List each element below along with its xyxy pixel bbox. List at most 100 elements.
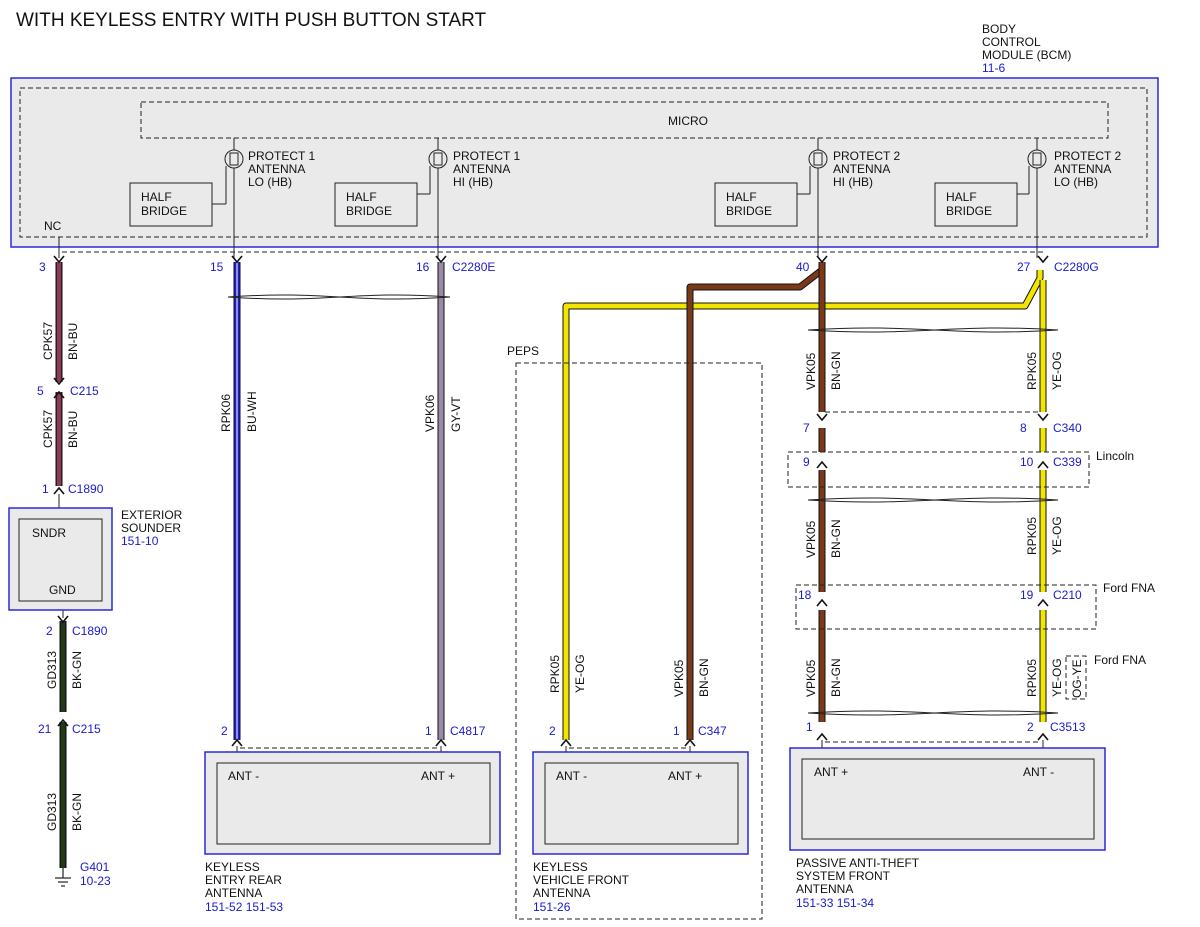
ant-plus-label: ANT +	[814, 765, 848, 779]
antenna-keyless-entry-rear: ANT - ANT + KEYLESS ENTRY REAR ANTENNA 1…	[204, 751, 501, 914]
sounder-bottom-label: GND	[49, 583, 76, 597]
svg-text:VPK05: VPK05	[804, 659, 818, 697]
svg-text:BN-GN: BN-GN	[829, 658, 843, 697]
svg-text:ANTENNA: ANTENNA	[248, 162, 305, 176]
connector-id: C1890	[68, 482, 104, 496]
protect-label-4: PROTECT 2 ANTENNA LO (HB)	[1054, 149, 1121, 189]
wire-label: VPK05 BN-GN	[804, 519, 843, 558]
pin-number: 21	[38, 722, 52, 736]
svg-text:YE-OG: YE-OG	[1050, 516, 1064, 555]
svg-text:PROTECT 2: PROTECT 2	[1054, 149, 1121, 163]
svg-text:ANTENNA: ANTENNA	[453, 162, 510, 176]
wire-label: RPK05 YE-OG	[548, 654, 587, 693]
protect-label-3: PROTECT 2 ANTENNA HI (HB)	[833, 149, 900, 189]
connector-id: C3513	[1050, 720, 1086, 734]
connector-id: C339	[1053, 455, 1082, 469]
wire-label: VPK05 BN-GN	[804, 658, 843, 697]
svg-text:VPK05: VPK05	[804, 520, 818, 558]
wire-label: RPK05 YE-OG	[1025, 516, 1064, 555]
diagram-title: WITH KEYLESS ENTRY WITH PUSH BUTTON STAR…	[16, 10, 487, 31]
svg-text:BN-GN: BN-GN	[829, 519, 843, 558]
pin-number: 1	[673, 724, 680, 738]
sounder-top-label: SNDR	[32, 526, 66, 540]
twisted-pair-icon	[807, 710, 1059, 716]
svg-text:BN-BU: BN-BU	[66, 323, 80, 360]
svg-text:VEHICLE FRONT: VEHICLE FRONT	[533, 873, 630, 887]
connector-id: C2280G	[1054, 260, 1099, 274]
pin-number: 27	[1017, 260, 1031, 274]
svg-text:BU-WH: BU-WH	[245, 391, 259, 432]
half-bridge-1: HALF BRIDGE	[129, 182, 213, 227]
svg-text:KEYLESS: KEYLESS	[533, 860, 588, 874]
wire-label: RPK06 BU-WH	[219, 391, 259, 432]
pin-number: 3	[39, 260, 46, 274]
bcm-label-line: CONTROL	[982, 35, 1041, 49]
svg-text:LO (HB): LO (HB)	[248, 175, 292, 189]
pin-number: 19	[1020, 588, 1034, 602]
svg-text:RPK05: RPK05	[1025, 517, 1039, 555]
svg-text:RPK05: RPK05	[548, 655, 562, 693]
pin-number: 10	[1020, 455, 1034, 469]
pin-number: 8	[1020, 421, 1027, 435]
sounder-name: SOUNDER	[121, 521, 181, 535]
ground-ref: 10-23	[80, 874, 111, 888]
svg-text:PROTECT 2: PROTECT 2	[833, 149, 900, 163]
svg-text:VPK06: VPK06	[423, 394, 437, 432]
peps-label: PEPS	[507, 344, 539, 358]
connector-id: C215	[70, 384, 99, 398]
wire-label: RPK05 YE-OG	[1025, 351, 1064, 390]
wire-label: GD313 BK-GN	[45, 793, 84, 831]
svg-text:RPK05: RPK05	[1025, 352, 1039, 390]
wire-label: VPK06 GY-VT	[423, 394, 463, 432]
pin-number: 2	[221, 724, 228, 738]
svg-text:GD313: GD313	[45, 651, 59, 689]
svg-text:PROTECT 1: PROTECT 1	[248, 149, 315, 163]
pin-number: 1	[806, 720, 813, 734]
peps-region-box	[515, 362, 763, 920]
ant-plus-label: ANT +	[421, 769, 455, 783]
connector-id: C347	[698, 724, 727, 738]
svg-text:RPK06: RPK06	[219, 394, 233, 432]
pin-number: 2	[549, 724, 556, 738]
ant-minus-label: ANT -	[1023, 765, 1054, 779]
wire-label: CPK57 BN-BU	[41, 410, 80, 448]
svg-text:GY-VT: GY-VT	[449, 396, 463, 432]
region-label-ford-fna: Ford FNA	[1103, 581, 1155, 595]
svg-text:ANTENNA: ANTENNA	[205, 886, 262, 900]
svg-text:CPK57: CPK57	[41, 410, 55, 448]
wire-rpk05-front	[562, 270, 1044, 740]
ground-name: G401	[80, 860, 110, 874]
twisted-pair-icon	[807, 497, 1059, 503]
connector-id: C1890	[72, 624, 108, 638]
ant-minus-label: ANT -	[228, 769, 259, 783]
svg-text:ENTRY REAR: ENTRY REAR	[205, 873, 282, 887]
exterior-sounder: SNDR GND EXTERIOR SOUNDER 151-10	[8, 507, 183, 611]
svg-text:GD313: GD313	[45, 793, 59, 831]
pin-number: 1	[42, 482, 49, 496]
wire-label: GD313 BK-GN	[45, 651, 84, 689]
bcm-internal-wiring	[58, 138, 1038, 258]
micro-block	[140, 101, 1109, 139]
svg-text:BK-GN: BK-GN	[70, 793, 84, 831]
svg-text:YE-OG: YE-OG	[573, 654, 587, 693]
pin-number: 7	[803, 421, 810, 435]
region-label-lincoln: Lincoln	[1096, 449, 1134, 463]
pin-number: 9	[803, 455, 810, 469]
svg-text:CPK57: CPK57	[41, 322, 55, 360]
svg-text:HI (HB): HI (HB)	[453, 175, 493, 189]
svg-text:BN-GN: BN-GN	[829, 351, 843, 390]
svg-text:VPK05: VPK05	[672, 659, 686, 697]
svg-text:BRIDGE: BRIDGE	[346, 204, 392, 218]
svg-text:HALF: HALF	[346, 190, 377, 204]
svg-text:BK-GN: BK-GN	[70, 651, 84, 689]
connector-id: C2280E	[452, 260, 495, 274]
sounder-name: EXTERIOR	[121, 508, 183, 522]
micro-label: MICRO	[668, 114, 708, 128]
bcm-label-line: MODULE (BCM)	[982, 48, 1071, 62]
pin-number: 16	[416, 260, 430, 274]
svg-text:ANTENNA: ANTENNA	[833, 162, 890, 176]
svg-text:HALF: HALF	[946, 190, 977, 204]
bcm-label: BODY CONTROL MODULE (BCM) 11-6	[982, 22, 1071, 75]
antenna-passive-anti-theft: ANT + ANT - PASSIVE ANTI-THEFT SYSTEM FR…	[789, 747, 1106, 910]
